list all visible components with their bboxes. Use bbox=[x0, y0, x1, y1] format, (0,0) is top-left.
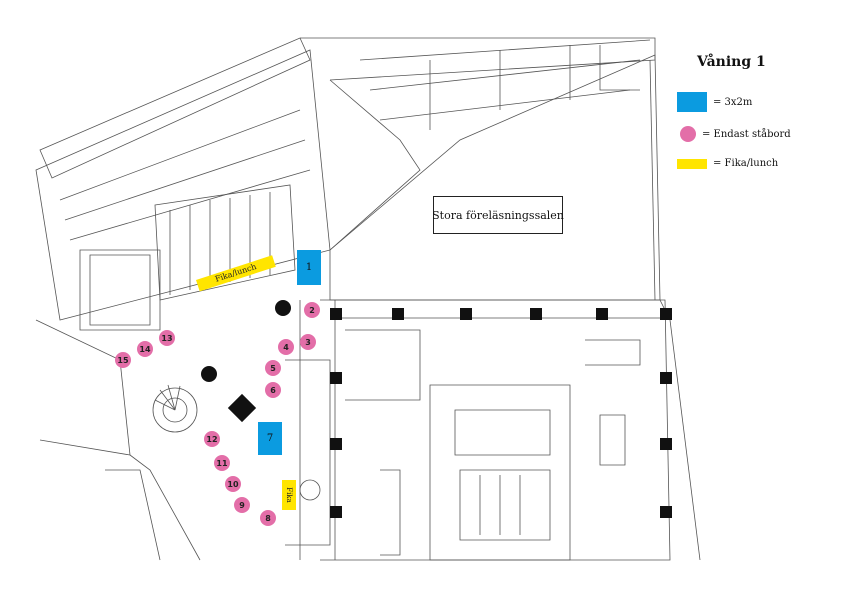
lecture-hall-label: Stora föreläsningssalen bbox=[432, 196, 564, 234]
legend-swatch-blue bbox=[677, 92, 707, 112]
standing-table-11: 11 bbox=[214, 455, 230, 471]
standing-table-12: 12 bbox=[204, 431, 220, 447]
legend-label: = Endast ståbord bbox=[702, 128, 791, 140]
standing-table-2: 2 bbox=[304, 302, 320, 318]
stand-number: 1 bbox=[305, 262, 313, 273]
fika-label: Fika bbox=[285, 487, 294, 503]
stand-blue-7: 7 bbox=[258, 422, 282, 455]
legend-item-blue: = 3x2m bbox=[677, 92, 752, 112]
stand-blue-1: 1 bbox=[297, 250, 321, 285]
fika-marker: Fika bbox=[282, 480, 296, 510]
floor-title: Våning 1 bbox=[697, 54, 766, 70]
standing-table-6: 6 bbox=[265, 382, 281, 398]
legend-item-pink: = Endast ståbord bbox=[680, 126, 791, 142]
legend-item-yellow: = Fika/lunch bbox=[677, 158, 778, 169]
standing-table-10: 10 bbox=[225, 476, 241, 492]
standing-table-13: 13 bbox=[159, 330, 175, 346]
standing-table-5: 5 bbox=[265, 360, 281, 376]
legend-swatch-yellow bbox=[677, 158, 707, 169]
legend-label: = 3x2m bbox=[713, 96, 753, 108]
standing-table-9: 9 bbox=[234, 497, 250, 513]
standing-table-15: 15 bbox=[115, 352, 131, 368]
standing-table-14: 14 bbox=[137, 341, 153, 357]
standing-table-3: 3 bbox=[300, 334, 316, 350]
legend-swatch-pink bbox=[680, 126, 696, 142]
legend-label: = Fika/lunch bbox=[713, 158, 779, 169]
standing-table-4: 4 bbox=[278, 339, 294, 355]
stand-number: 7 bbox=[266, 433, 274, 444]
standing-table-8: 8 bbox=[260, 510, 276, 526]
